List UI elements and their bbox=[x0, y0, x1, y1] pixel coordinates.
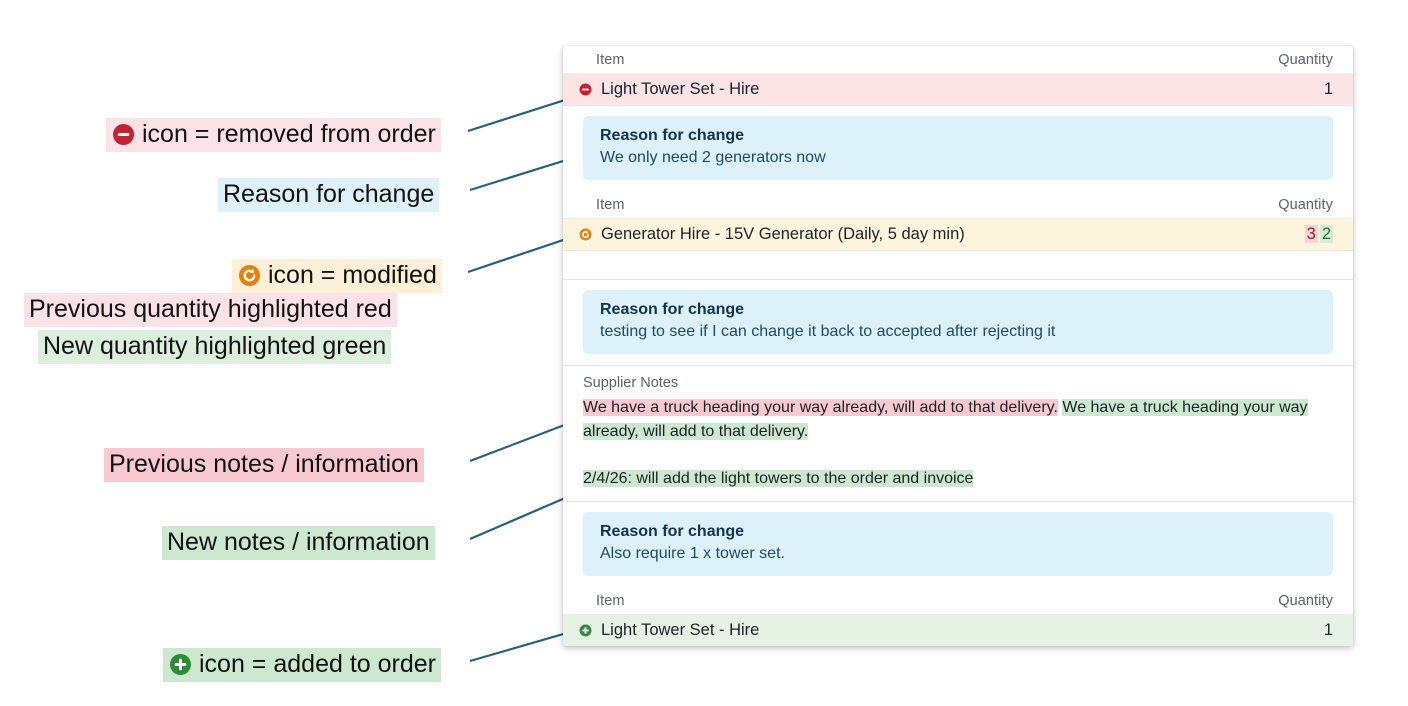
column-header-quantity: Quantity bbox=[1278, 593, 1333, 609]
annotation-prev-qty-legend: Previous quantity highlighted red bbox=[24, 293, 397, 327]
item-name: Light Tower Set - Hire bbox=[601, 621, 760, 639]
section-spacer bbox=[563, 250, 1353, 279]
reason-body: We only need 2 generators now bbox=[600, 149, 826, 166]
column-header-item: Item bbox=[596, 593, 625, 609]
annotation-new-notes-legend: New notes / information bbox=[162, 526, 435, 560]
section-reason-2: Reason for change testing to see if I ca… bbox=[563, 278, 1353, 365]
quantity-new: 2 bbox=[1319, 225, 1333, 243]
annotation-label: Reason for change bbox=[223, 180, 435, 208]
annotation-label: icon = removed from order bbox=[142, 120, 436, 148]
minus-circle-icon bbox=[111, 122, 136, 147]
notes-added-text: 2/4/26: will add the light towers to the… bbox=[583, 469, 974, 487]
annotation-label: New quantity highlighted green bbox=[43, 332, 387, 360]
annotation-prev-notes-legend: Previous notes / information bbox=[104, 448, 424, 482]
reason-body: testing to see if I can change it back t… bbox=[600, 322, 1056, 340]
refresh-circle-icon bbox=[575, 228, 596, 241]
column-header-item: Item bbox=[596, 52, 625, 68]
section-reason-3: Reason for change Also require 1 x tower… bbox=[563, 501, 1353, 587]
table-header: Item Quantity bbox=[563, 587, 1353, 615]
order-change-card: Item Quantity Light Tower Set - Hire 1 R… bbox=[563, 46, 1353, 646]
annotation-added-legend: icon = added to order bbox=[163, 648, 441, 682]
item-quantity: 1 bbox=[1323, 621, 1333, 639]
annotation-label: icon = modified bbox=[268, 261, 437, 289]
reason-title: Reason for change bbox=[600, 300, 745, 318]
reason-title: Reason for change bbox=[600, 127, 745, 144]
section-added-item: Item Quantity Light Tower Set - Hire 1 bbox=[563, 587, 1353, 646]
reason-panel: Reason for change testing to see if I ca… bbox=[583, 289, 1333, 354]
item-name: Light Tower Set - Hire bbox=[601, 80, 760, 98]
quantity-old: 3 bbox=[1304, 225, 1318, 243]
section-removed-item: Item Quantity Light Tower Set - Hire 1 bbox=[563, 46, 1353, 105]
section-supplier-notes: Supplier Notes We have a truck heading y… bbox=[563, 364, 1353, 501]
table-row[interactable]: Light Tower Set - Hire 1 bbox=[563, 74, 1353, 105]
table-header: Item Quantity bbox=[563, 46, 1353, 74]
annotation-label: Previous notes / information bbox=[109, 450, 419, 478]
reason-panel: Reason for change Also require 1 x tower… bbox=[583, 512, 1333, 576]
refresh-circle-icon bbox=[237, 263, 262, 288]
annotation-label: icon = added to order bbox=[199, 650, 436, 678]
table-header: Item Quantity bbox=[563, 191, 1353, 219]
reason-title: Reason for change bbox=[600, 523, 745, 540]
column-header-quantity: Quantity bbox=[1278, 52, 1333, 68]
supplier-notes-diff: We have a truck heading your way already… bbox=[583, 396, 1333, 445]
notes-old-text: We have a truck heading your way already… bbox=[583, 398, 1058, 416]
annotation-label: New notes / information bbox=[167, 528, 430, 556]
supplier-notes-added-line: 2/4/26: will add the light towers to the… bbox=[583, 467, 1333, 491]
minus-circle-icon bbox=[575, 83, 596, 96]
supplier-notes-label: Supplier Notes bbox=[583, 374, 679, 391]
section-reason-1: Reason for change We only need 2 generat… bbox=[563, 105, 1353, 191]
column-header-item: Item bbox=[596, 197, 625, 213]
notes-gap bbox=[583, 445, 1333, 467]
plus-circle-icon bbox=[168, 652, 193, 677]
table-row[interactable]: Light Tower Set - Hire 1 bbox=[563, 615, 1353, 646]
table-row[interactable]: Generator Hire - 15V Generator (Daily, 5… bbox=[563, 219, 1353, 250]
annotation-new-qty-legend: New quantity highlighted green bbox=[38, 330, 392, 364]
annotation-reason-legend: Reason for change bbox=[218, 178, 440, 212]
plus-circle-icon bbox=[575, 624, 596, 637]
annotation-modified-legend: icon = modified bbox=[232, 259, 442, 293]
column-header-quantity: Quantity bbox=[1278, 197, 1333, 213]
reason-panel: Reason for change We only need 2 generat… bbox=[583, 116, 1333, 180]
annotation-label: Previous quantity highlighted red bbox=[29, 295, 392, 323]
section-modified-item: Item Quantity Generator Hire - 15V Gener… bbox=[563, 191, 1353, 250]
reason-body: Also require 1 x tower set. bbox=[600, 545, 785, 562]
annotation-removed-legend: icon = removed from order bbox=[106, 118, 441, 152]
item-quantity: 1 bbox=[1323, 80, 1333, 98]
item-name: Generator Hire - 15V Generator (Daily, 5… bbox=[601, 225, 965, 243]
